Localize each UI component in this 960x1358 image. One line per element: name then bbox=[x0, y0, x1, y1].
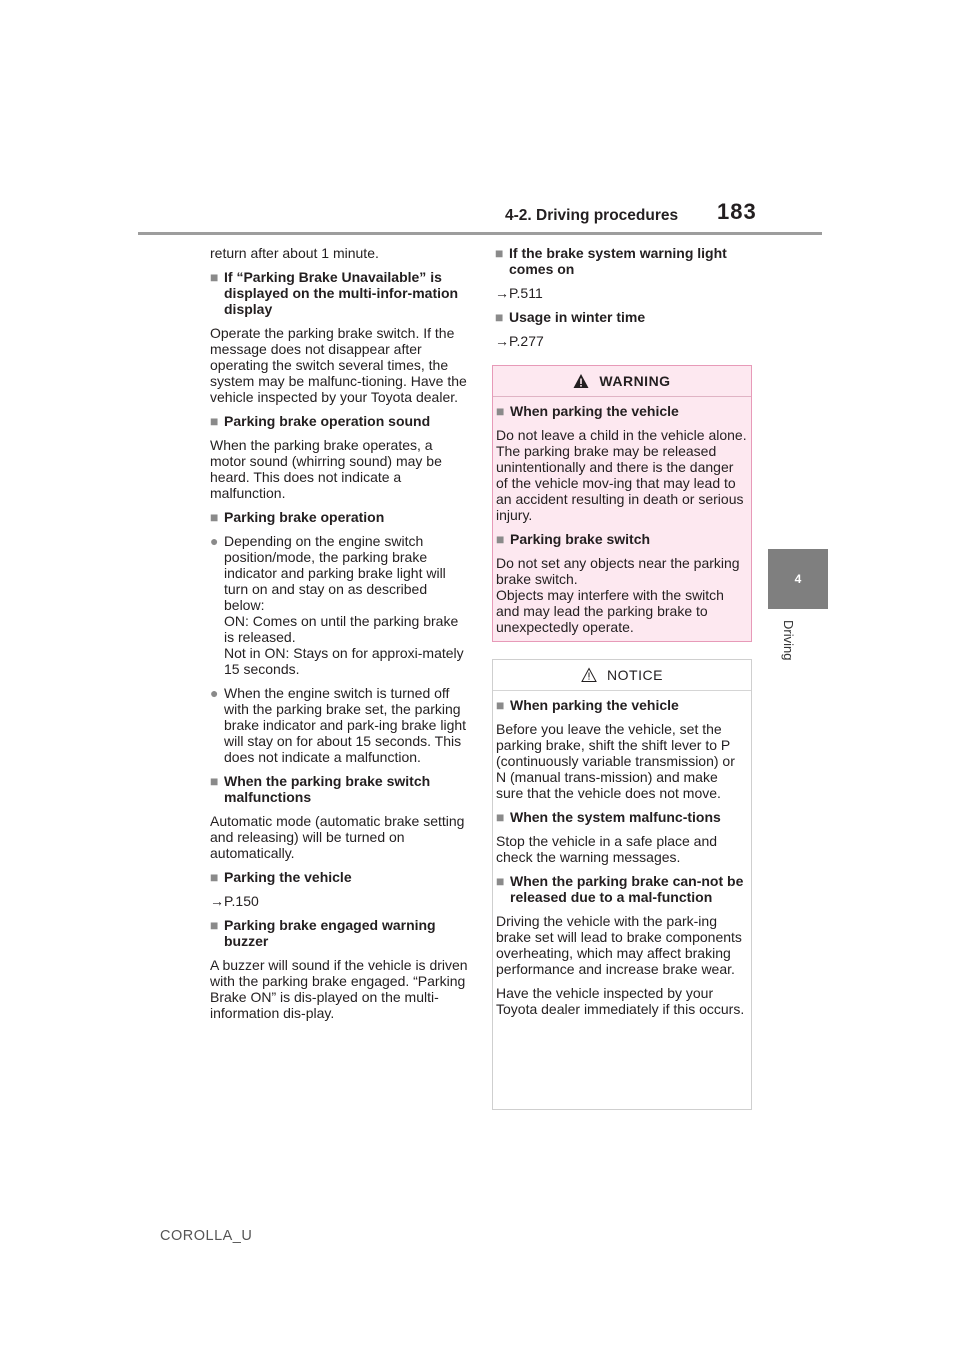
subheading: ■If the brake system warning light comes… bbox=[495, 245, 727, 277]
square-bullet-icon: ■ bbox=[495, 245, 504, 261]
warning-title-bar: WARNING bbox=[493, 366, 751, 397]
subheading: ■If “Parking Brake Unavailable” is displ… bbox=[210, 269, 459, 317]
page-reference-link[interactable]: →P.150 bbox=[210, 893, 259, 909]
left-column: return after about 1 minute. ■If “Parkin… bbox=[210, 245, 468, 1029]
paragraph: Automatic mode (automatic brake setting … bbox=[210, 813, 465, 861]
page-number: 183 bbox=[717, 199, 757, 224]
bullet-item: ● When the engine switch is turned off w… bbox=[210, 685, 467, 765]
bullet-item: ● Depending on the engine switch positio… bbox=[210, 533, 464, 677]
square-bullet-icon: ■ bbox=[210, 917, 219, 933]
header-divider bbox=[138, 232, 822, 235]
paragraph: Have the vehicle inspected by your Toyot… bbox=[496, 985, 745, 1017]
right-column: ■If the brake system warning light comes… bbox=[495, 245, 751, 357]
paragraph: When the parking brake operates, a motor… bbox=[210, 437, 442, 501]
square-bullet-icon: ■ bbox=[210, 869, 219, 885]
square-bullet-icon: ■ bbox=[496, 531, 505, 547]
warning-triangle-icon bbox=[573, 374, 589, 388]
square-bullet-icon: ■ bbox=[496, 697, 505, 713]
warning-box: WARNING ■When parking the vehicle Do not… bbox=[492, 365, 752, 642]
square-bullet-icon: ■ bbox=[210, 413, 219, 429]
paragraph: Operate the parking brake switch. If the… bbox=[210, 325, 467, 405]
subheading: ■When parking the vehicle bbox=[496, 403, 679, 419]
paragraph: A buzzer will sound if the vehicle is dr… bbox=[210, 957, 468, 1021]
notice-title-bar: NOTICE bbox=[493, 660, 751, 691]
chapter-label: Driving bbox=[781, 620, 796, 661]
subheading: ■Parking brake operation bbox=[210, 509, 385, 525]
dot-bullet-icon: ● bbox=[210, 685, 219, 701]
subheading: ■Parking brake switch bbox=[496, 531, 651, 547]
chapter-tab[interactable]: 4 bbox=[768, 549, 828, 609]
subheading: ■Parking brake engaged warning buzzer bbox=[210, 917, 436, 949]
paragraph: Before you leave the vehicle, set the pa… bbox=[496, 721, 735, 801]
notice-box: NOTICE ■When parking the vehicle Before … bbox=[492, 659, 752, 1110]
square-bullet-icon: ■ bbox=[210, 269, 219, 285]
square-bullet-icon: ■ bbox=[210, 773, 219, 789]
subheading: ■When the parking brake can-not be relea… bbox=[496, 873, 744, 905]
notice-triangle-icon bbox=[581, 667, 597, 682]
subheading: ■When the system malfunc-tions bbox=[496, 809, 721, 825]
square-bullet-icon: ■ bbox=[495, 309, 504, 325]
warning-body: ■When parking the vehicle Do not leave a… bbox=[493, 397, 751, 635]
subheading: ■Usage in winter time bbox=[495, 309, 646, 325]
square-bullet-icon: ■ bbox=[496, 873, 505, 889]
subheading: ■When parking the vehicle bbox=[496, 697, 679, 713]
notice-body: ■When parking the vehicle Before you lea… bbox=[493, 691, 751, 1017]
subheading: ■When the parking brake switch malfuncti… bbox=[210, 773, 431, 805]
paragraph: Driving the vehicle with the park-ing br… bbox=[496, 913, 742, 977]
paragraph: Do not set any objects near the parking … bbox=[496, 555, 740, 635]
square-bullet-icon: ■ bbox=[496, 403, 505, 419]
paragraph: Do not leave a child in the vehicle alon… bbox=[496, 427, 747, 523]
footer-doc-id: COROLLA_U bbox=[160, 1228, 253, 1244]
section-title: 4-2. Driving procedures bbox=[505, 207, 679, 224]
page-reference-link[interactable]: →P.277 bbox=[495, 333, 544, 349]
paragraph: Stop the vehicle in a safe place and che… bbox=[496, 833, 718, 865]
square-bullet-icon: ■ bbox=[210, 509, 219, 525]
warning-title: WARNING bbox=[599, 373, 671, 389]
dot-bullet-icon: ● bbox=[210, 533, 219, 549]
square-bullet-icon: ■ bbox=[496, 809, 505, 825]
subheading: ■Parking the vehicle bbox=[210, 869, 352, 885]
notice-title: NOTICE bbox=[607, 667, 663, 683]
page-reference-link[interactable]: →P.511 bbox=[495, 285, 543, 301]
subheading: ■Parking brake operation sound bbox=[210, 413, 431, 429]
paragraph: return after about 1 minute. bbox=[210, 245, 379, 261]
